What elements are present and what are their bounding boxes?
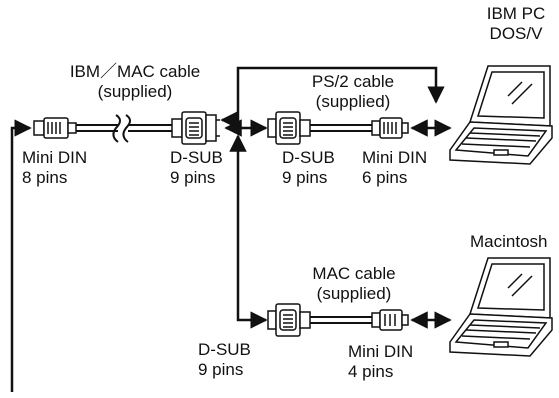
left-mini-din-label-line2: 8 pins	[22, 168, 68, 187]
ibm-mac-cable-label: IBM／MAC cable (supplied)	[50, 62, 220, 102]
mini-din-8pin-connector	[33, 117, 77, 139]
return-line	[10, 119, 32, 392]
dsub-9pin-connector-ps2	[267, 111, 311, 145]
ps2-cable-label-line2: (supplied)	[315, 92, 391, 111]
mac-mini-din-label: Mini DIN 4 pins	[348, 342, 413, 382]
macintosh-laptop-icon	[449, 257, 553, 357]
left-mini-din-label-line1: Mini DIN	[22, 148, 88, 167]
mac-dsub-label-line2: 9 pins	[198, 360, 244, 379]
mac-cable	[310, 316, 372, 324]
mac-dsub-label: D-SUB 9 pins	[198, 340, 251, 380]
ps2-mini-din-label-line1: Mini DIN	[362, 148, 428, 167]
ps2-dsub-label-line2: 9 pins	[282, 168, 328, 187]
dsub-9pin-connector-left	[171, 111, 220, 145]
ps2-dsub-label-line1: D-SUB	[282, 148, 335, 167]
mini-din-4pin-connector	[371, 309, 409, 331]
mac-cable-label-line1: MAC cable	[312, 264, 396, 283]
mini-din-6pin-connector	[371, 117, 409, 139]
ibm-mac-cable-label-line2: (supplied)	[97, 82, 173, 101]
macintosh-label-line1: Macintosh	[470, 232, 548, 251]
ibm-mac-cable-label-line1: IBM／MAC cable	[69, 62, 201, 81]
left-dsub-label-line2: 9 pins	[170, 168, 216, 187]
ibm-mac-cable	[76, 114, 172, 143]
left-mini-din-label: Mini DIN 8 pins	[22, 148, 87, 188]
mac-cable-label-line2: (supplied)	[316, 284, 392, 303]
ibm-pc-label-line1: IBM PC	[486, 4, 546, 23]
ps2-mini-din-label: Mini DIN 6 pins	[362, 148, 427, 188]
macintosh-label: Macintosh	[470, 232, 547, 252]
left-dsub-label: D-SUB 9 pins	[170, 148, 223, 188]
mac-mini-din-label-line1: Mini DIN	[348, 342, 414, 361]
left-dsub-label-line1: D-SUB	[170, 148, 223, 167]
ibm-pc-laptop-icon	[449, 65, 553, 165]
mac-cable-label: MAC cable (supplied)	[294, 264, 414, 304]
ibm-pc-label: IBM PC DOS/V	[478, 4, 554, 44]
ps2-cable	[310, 124, 372, 132]
dsub-9pin-connector-mac	[267, 303, 311, 337]
mac-mini-din-label-line2: 4 pins	[348, 362, 394, 381]
ibm-pc-label-line2: DOS/V	[489, 24, 543, 43]
ps2-dsub-label: D-SUB 9 pins	[282, 148, 335, 188]
ps2-cable-label-line1: PS/2 cable	[311, 72, 395, 91]
mac-dsub-label-line1: D-SUB	[198, 340, 251, 359]
ps2-mini-din-label-line2: 6 pins	[362, 168, 408, 187]
ps2-cable-label: PS/2 cable (supplied)	[290, 72, 416, 112]
route-to-mac-cable	[229, 134, 268, 329]
